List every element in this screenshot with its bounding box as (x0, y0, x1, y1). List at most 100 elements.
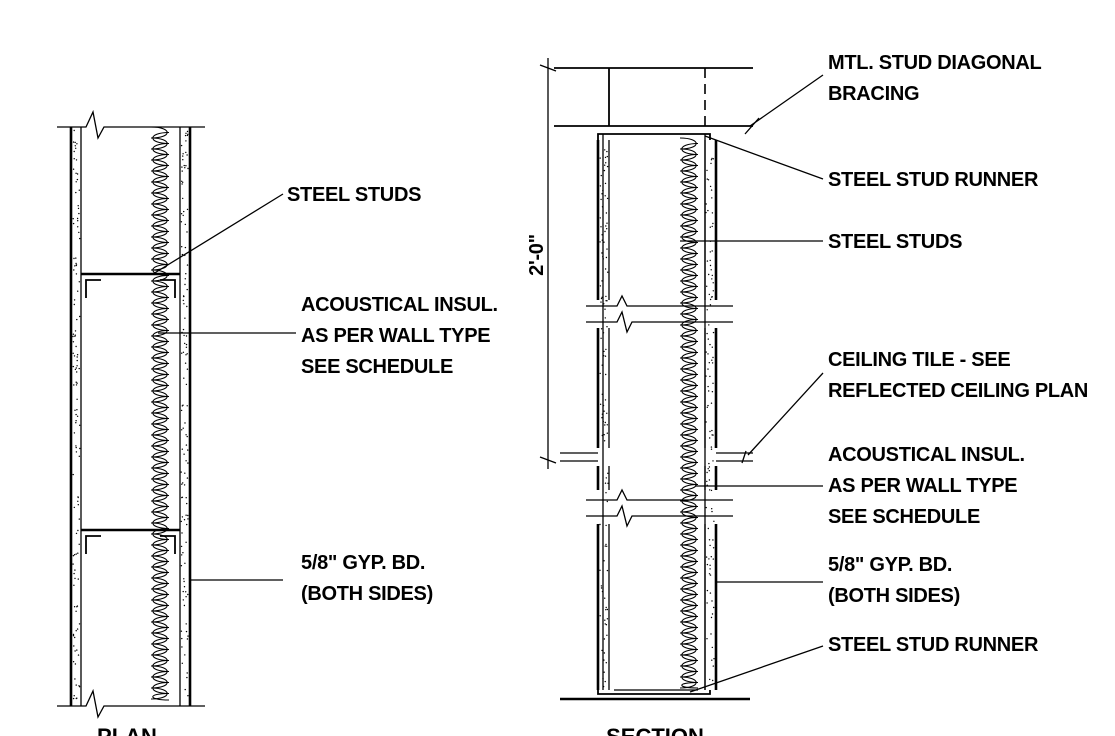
gypsum-texture-dot (605, 373, 607, 376)
gypsum-texture-dot (604, 623, 606, 625)
gypsum-texture-dot (72, 341, 75, 343)
gypsum-texture-dot (182, 299, 184, 302)
gypsum-texture-dot (707, 338, 709, 340)
gypsum-texture-dot (601, 434, 603, 437)
gypsum-texture-dot (74, 145, 77, 147)
plan-label-insulation-2: AS PER WALL TYPE (301, 325, 490, 347)
gypsum-texture-dot (600, 297, 603, 300)
gypsum-texture-dot (603, 410, 605, 412)
section-right-gypsum-board (704, 140, 718, 690)
gypsum-texture-dot (707, 527, 709, 530)
gypsum-texture-dot (73, 645, 75, 647)
section-label-gypsum-1: 5/8" GYP. BD. (828, 554, 952, 576)
gypsum-texture-dot (180, 409, 183, 412)
gypsum-texture-dot (77, 496, 79, 498)
gypsum-texture-dot (709, 259, 711, 262)
gypsum-texture-dot (185, 354, 187, 356)
gypsum-texture-dot (599, 157, 601, 159)
gypsum-texture-dot (77, 529, 79, 532)
gypsum-texture-dot (76, 173, 79, 175)
gypsum-texture-dot (711, 508, 713, 510)
section-acoustical-insulation (679, 137, 699, 689)
gypsum-texture-dot (182, 351, 185, 353)
gypsum-texture-dot (711, 362, 714, 364)
gypsum-texture-dot (604, 545, 606, 547)
gypsum-texture-dot (711, 359, 713, 361)
gypsum-texture-dot (186, 502, 188, 505)
gypsum-texture-dot (73, 257, 75, 260)
gypsum-texture-dot (706, 589, 709, 592)
gypsum-texture-dot (186, 638, 189, 640)
gypsum-texture-dot (601, 364, 603, 366)
gypsum-texture-dot (604, 355, 607, 357)
gypsum-texture-dot (605, 477, 607, 479)
gypsum-texture-dot (604, 424, 606, 426)
section-label-insulation-2: AS PER WALL TYPE (828, 475, 1017, 497)
gypsum-texture-dot (605, 524, 607, 527)
gypsum-texture-dot (710, 189, 713, 191)
gypsum-texture-dot (182, 159, 184, 161)
gypsum-texture-dot (604, 482, 607, 484)
gypsum-texture-dot (180, 545, 183, 548)
gypsum-texture-dot (711, 225, 713, 228)
gypsum-texture-dot (603, 440, 606, 442)
gypsum-texture-dot (72, 141, 75, 143)
gypsum-texture-dot (606, 197, 609, 200)
gypsum-texture-dot (184, 223, 186, 226)
gypsum-texture-dot (180, 144, 183, 147)
gypsum-texture-dot (78, 685, 80, 687)
gypsum-texture-dot (76, 356, 78, 358)
gypsum-texture-dot (185, 343, 188, 346)
gypsum-texture-dot (601, 417, 603, 419)
gypsum-texture-dot (706, 638, 708, 640)
gypsum-texture-dot (601, 413, 604, 415)
gypsum-texture-dot (182, 404, 184, 406)
gypsum-texture-dot (601, 393, 603, 395)
gypsum-texture-dot (606, 545, 608, 547)
gypsum-texture-dot (73, 572, 75, 575)
gypsum-texture-dot (712, 539, 714, 541)
gypsum-texture-dot (184, 472, 186, 474)
gypsum-texture-dot (185, 151, 187, 154)
gypsum-texture-dot (707, 209, 709, 212)
gypsum-texture-dot (180, 213, 183, 215)
gypsum-texture-dot (74, 678, 76, 680)
plan-view: STEEL STUDS ACOUSTICAL INSUL. AS PER WAL… (57, 109, 498, 736)
gypsum-texture-dot (181, 662, 183, 664)
gypsum-texture-dot (604, 230, 606, 233)
gypsum-texture-dot (77, 205, 79, 207)
gypsum-texture-dot (708, 470, 710, 472)
section-bottom-runner (597, 689, 711, 695)
gypsum-texture-dot (705, 556, 708, 558)
gypsum-texture-dot (78, 189, 81, 191)
gypsum-texture-dot (186, 288, 188, 291)
gypsum-texture-dot (709, 251, 711, 253)
gypsum-texture-dot (76, 398, 78, 400)
gypsum-texture-dot (712, 547, 715, 549)
gypsum-texture-dot (602, 685, 605, 688)
gypsum-texture-dot (710, 296, 713, 298)
gypsum-texture-dot (78, 623, 81, 625)
gypsum-texture-dot (180, 520, 182, 523)
gypsum-texture-dot (600, 587, 603, 589)
gypsum-texture-dot (603, 652, 606, 654)
gypsum-texture-dot (603, 169, 606, 172)
gypsum-texture-dot (181, 646, 183, 648)
gypsum-texture-dot (187, 462, 189, 464)
gypsum-texture-dot (706, 169, 708, 172)
gypsum-texture-dot (182, 181, 184, 183)
gypsum-texture-dot (606, 618, 609, 620)
gypsum-texture-dot (708, 558, 710, 560)
gypsum-texture-dot (603, 638, 606, 640)
gypsum-texture-dot (75, 413, 77, 416)
gypsum-texture-dot (603, 303, 605, 305)
gypsum-texture-dot (710, 489, 713, 492)
gypsum-texture-dot (605, 225, 607, 227)
gypsum-texture-dot (77, 290, 79, 292)
gypsum-texture-dot (707, 353, 709, 355)
gypsum-texture-dot (75, 181, 77, 183)
gypsum-texture-dot (182, 427, 184, 429)
gypsum-texture-dot (181, 183, 183, 185)
gypsum-texture-dot (185, 132, 187, 134)
gypsum-texture-dot (708, 293, 710, 296)
